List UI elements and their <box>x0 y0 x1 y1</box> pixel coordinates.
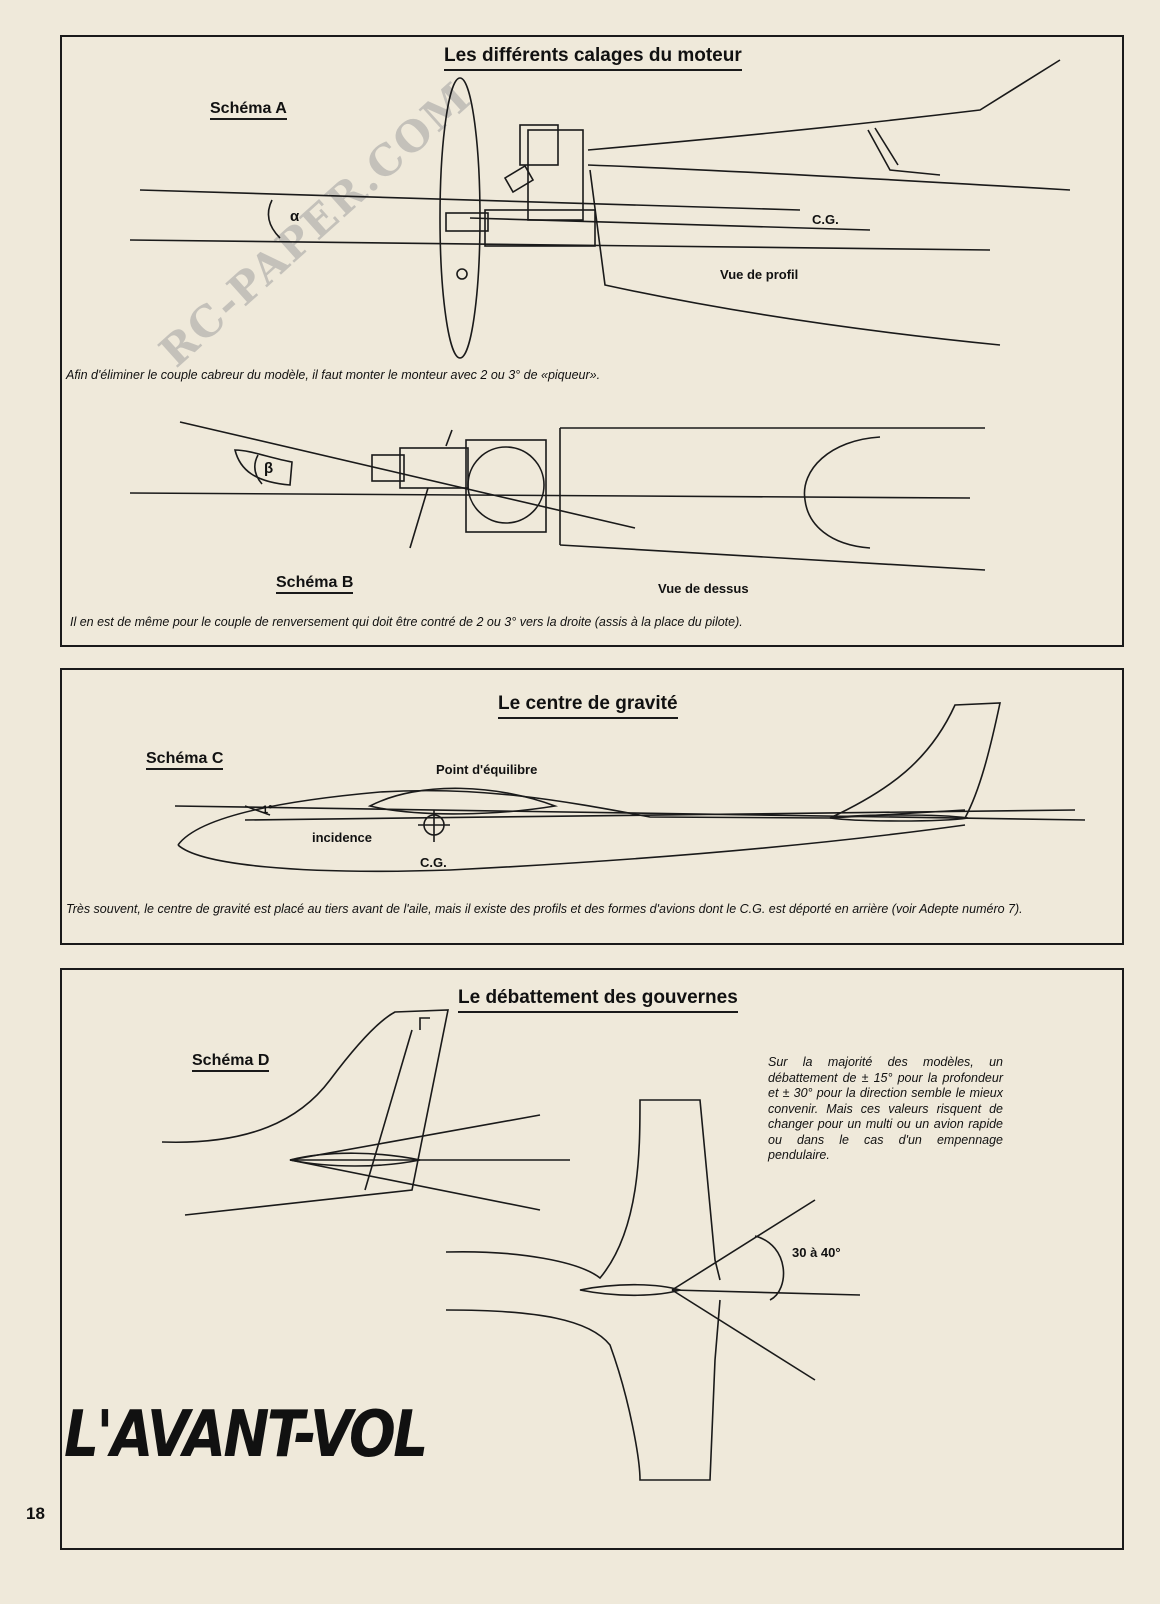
engine-cg-label: C.G. <box>812 212 839 227</box>
gravity-cg-label: C.G. <box>420 855 447 870</box>
deflection-angle-label: 30 à 40° <box>792 1245 841 1260</box>
schema-a-label: Schéma A <box>210 100 287 120</box>
beta-symbol: β <box>264 460 274 477</box>
incidence-label: incidence <box>312 830 372 845</box>
gravity-panel-title: Le centre de gravité <box>498 693 678 719</box>
balance-point-label: Point d'équilibre <box>436 762 538 777</box>
page-number: 18 <box>26 1504 45 1523</box>
profile-view-label: Vue de profil <box>720 267 799 282</box>
caption-schema-b: Il en est de même pour le couple de renv… <box>70 615 743 629</box>
caption-schema-a: Afin d'éliminer le couple cabreur du mod… <box>66 368 601 382</box>
engine-panel <box>60 35 1124 647</box>
alpha-symbol: α <box>290 208 300 225</box>
gravity-panel <box>60 668 1124 945</box>
angle-1-degree: 1° <box>262 804 273 816</box>
schema-c-label: Schéma C <box>146 750 224 770</box>
controls-note: Sur la majorité des modèles, un débattem… <box>768 1055 1003 1162</box>
engine-panel-title: Les différents calages du moteur <box>444 45 742 71</box>
schema-b-label: Schéma B <box>276 574 354 594</box>
controls-panel <box>60 968 1124 1550</box>
controls-panel-title: Le débattement des gouvernes <box>458 987 738 1013</box>
schema-d-label: Schéma D <box>192 1052 270 1072</box>
top-view-label: Vue de dessus <box>658 581 749 596</box>
section-title: L'AVANT-VOL <box>64 1398 428 1472</box>
caption-schema-c: Très souvent, le centre de gravité est p… <box>66 902 1023 916</box>
